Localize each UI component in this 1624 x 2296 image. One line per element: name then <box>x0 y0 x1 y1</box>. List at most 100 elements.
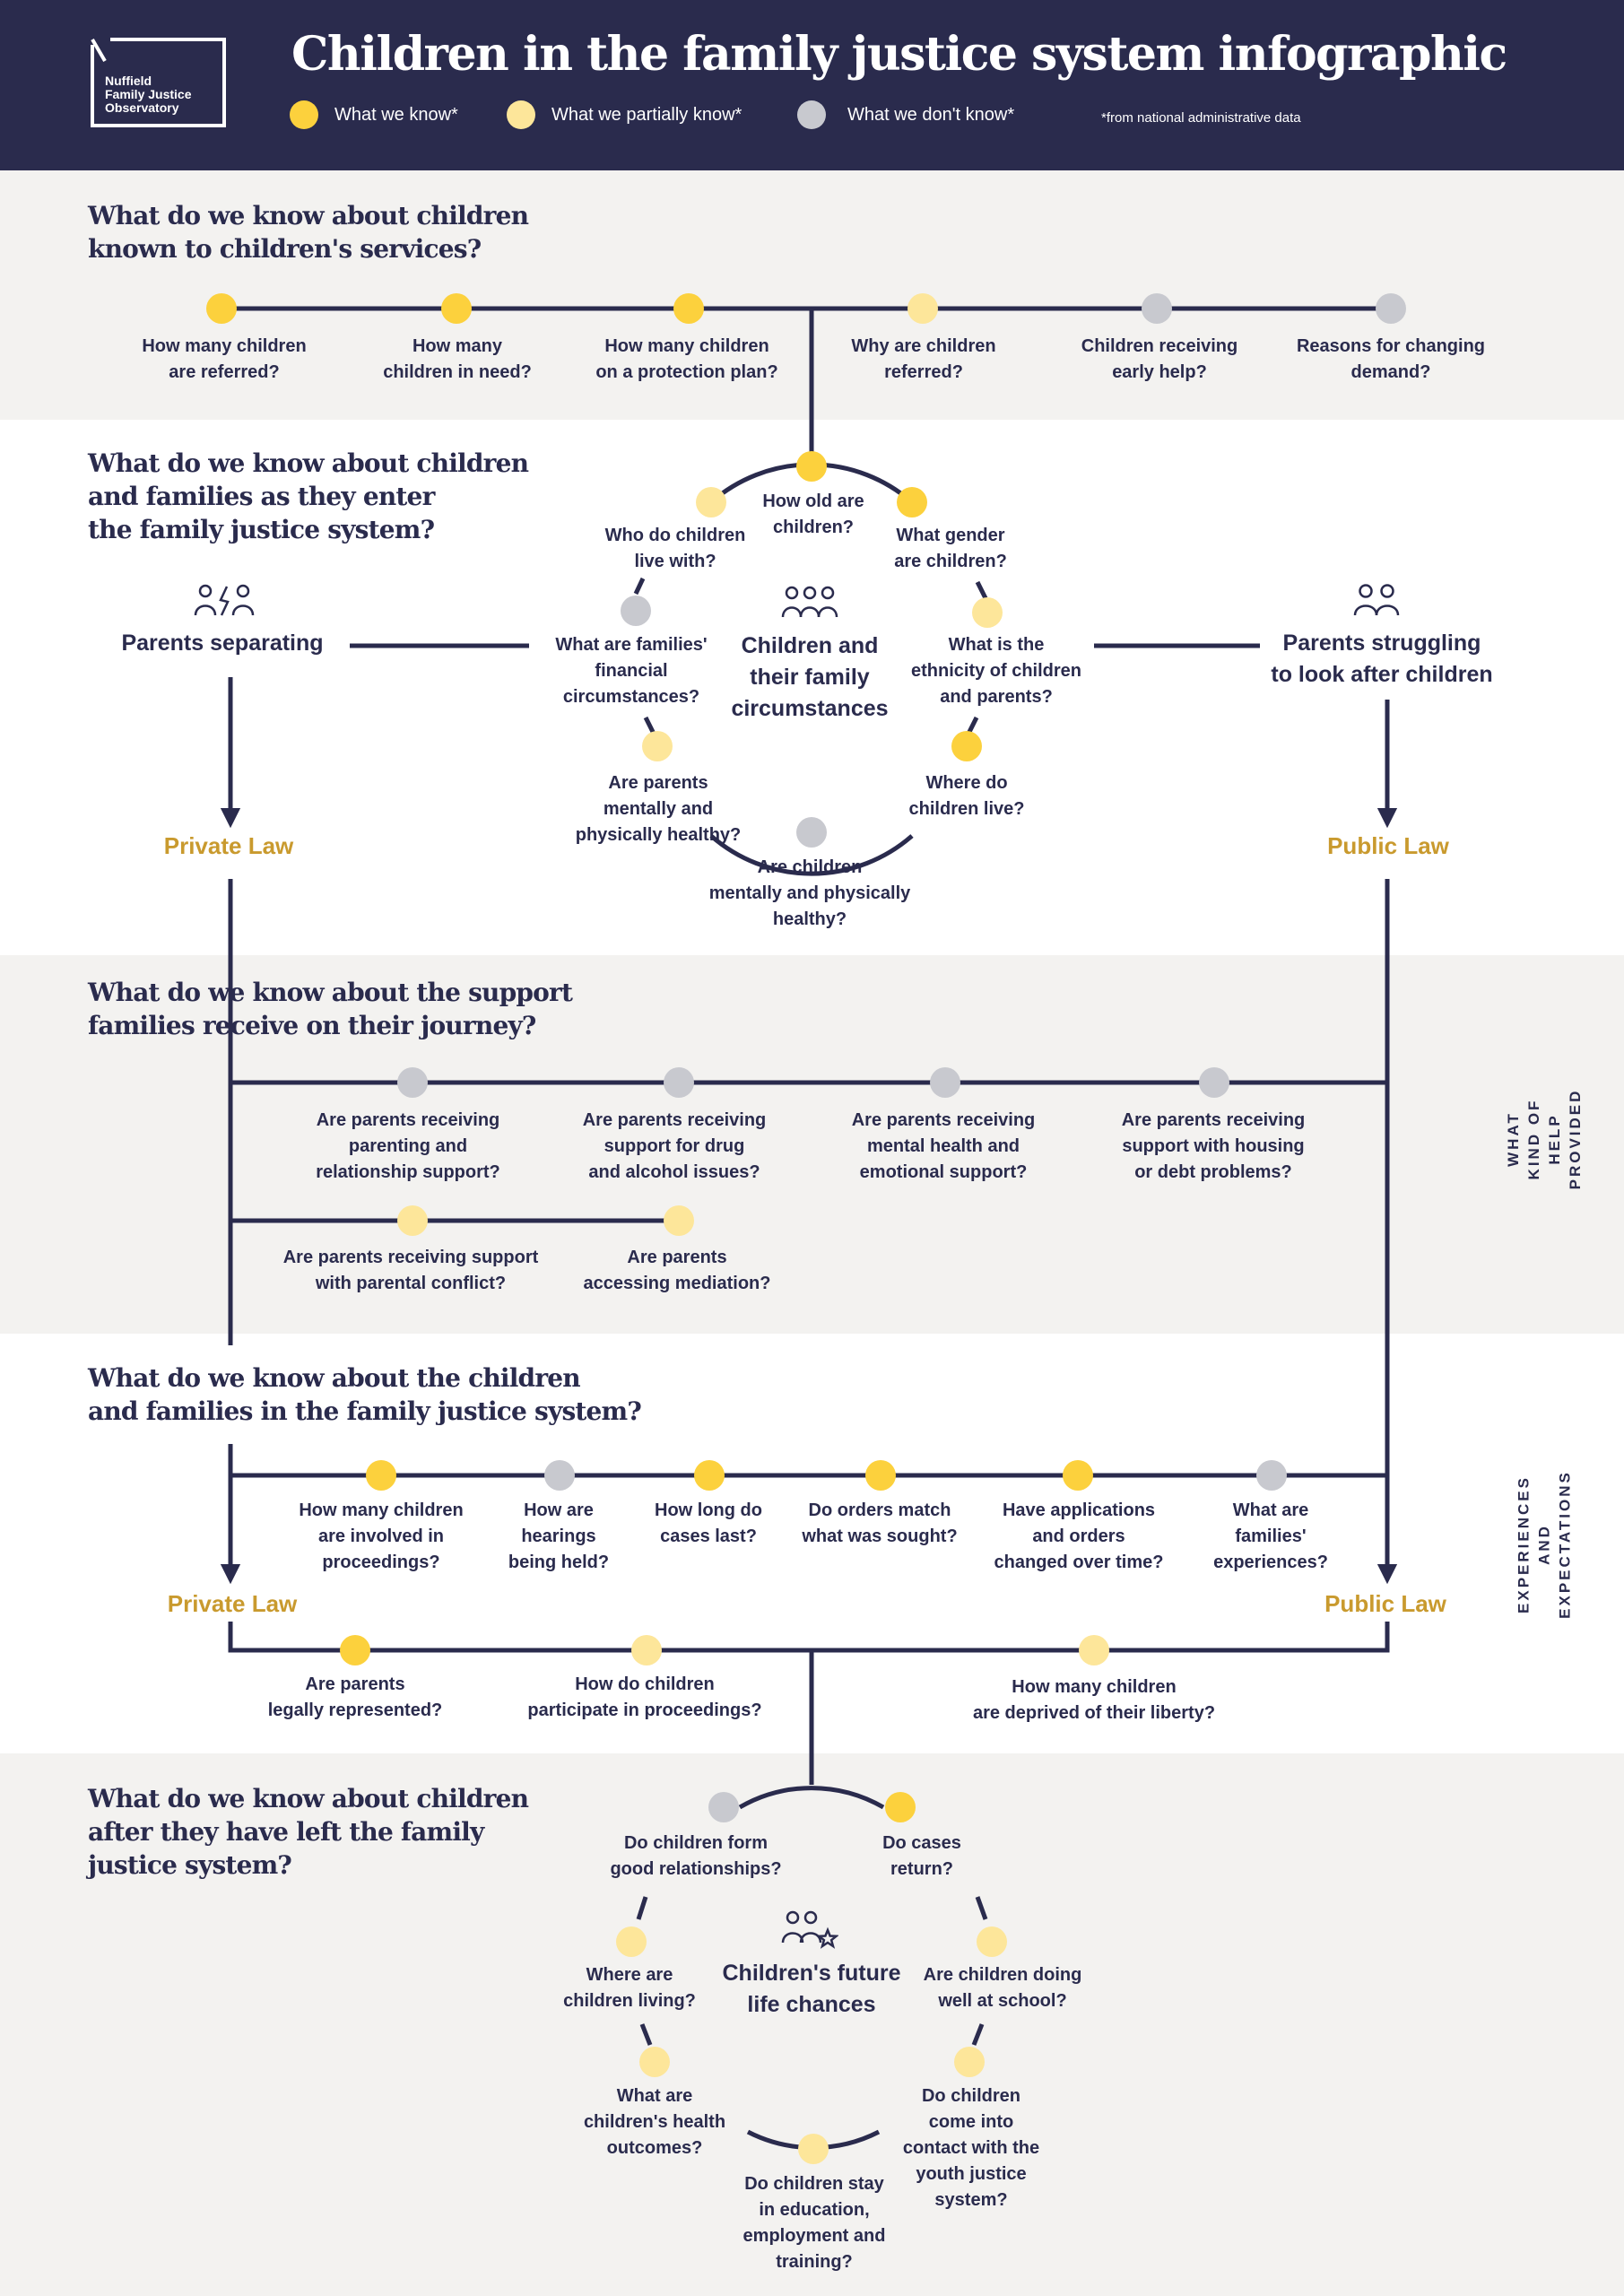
parents-struggling-icon <box>1353 584 1400 616</box>
status-dot <box>639 2047 670 2077</box>
private-law-label-2: Private Law <box>167 1590 298 1617</box>
question-label: How many children are referred? <box>142 336 307 382</box>
status-dot <box>664 1205 694 1236</box>
status-dot <box>694 1460 725 1491</box>
question-label: How long do cases last? <box>655 1500 762 1546</box>
legend-unknown-label: What we don't know* <box>847 105 1015 125</box>
question-label: What gender are children? <box>894 526 1007 571</box>
question-label: What is the ethnicity of children and pa… <box>910 635 1082 707</box>
status-dot <box>930 1067 960 1098</box>
question-label: Children receiving early help? <box>1081 336 1238 382</box>
status-dot <box>397 1067 428 1098</box>
question-label: How old are children? <box>762 491 864 537</box>
question-label: Are parents mentally and physically heal… <box>575 773 742 845</box>
question-label: Are children doing well at school? <box>923 1965 1082 2011</box>
status-dot <box>664 1067 694 1098</box>
question-label: Are parents receiving mental health and … <box>851 1110 1036 1182</box>
status-dot <box>616 1926 647 1957</box>
status-dot <box>397 1205 428 1236</box>
family-circumstances-hub: Children and their family circumstances <box>731 633 889 721</box>
status-dot <box>1376 293 1406 324</box>
question-label: Are parents receiving support with paren… <box>282 1248 539 1293</box>
section1-title: What do we know about children known to … <box>88 201 529 264</box>
question-label: What are families' financial circumstanc… <box>555 635 708 707</box>
status-dot <box>972 597 1003 628</box>
status-dot <box>696 487 726 517</box>
status-dot <box>708 1792 739 1822</box>
legend-known-label: What we know* <box>334 105 458 125</box>
future-people-star-icon <box>781 1910 838 1949</box>
question-label: Are parents legally represented? <box>267 1674 443 1720</box>
public-law-label: Public Law <box>1327 832 1449 859</box>
legend-known-dot <box>290 100 318 129</box>
status-dot <box>441 293 472 324</box>
question-label: Reasons for changing demand? <box>1296 336 1486 382</box>
status-dot <box>1063 1460 1093 1491</box>
status-dot <box>865 1460 896 1491</box>
question-label: Do children come into contact with the y… <box>902 2086 1040 2210</box>
status-dot <box>1142 293 1172 324</box>
question-label: How do children participate in proceedin… <box>527 1674 762 1720</box>
question-label: Do orders match what was sought? <box>802 1500 958 1546</box>
status-dot <box>621 596 651 626</box>
status-dot <box>631 1635 662 1665</box>
question-label: Are children mentally and physically hea… <box>708 857 911 929</box>
question-label: Who do children live with? <box>604 526 746 571</box>
status-dot <box>1256 1460 1287 1491</box>
status-dot <box>954 2047 985 2077</box>
public-law-label-2: Public Law <box>1324 1590 1446 1617</box>
logo: Nuffield Family Justice Observatory <box>85 36 229 130</box>
section3-band <box>0 955 1624 1334</box>
question-label: How many children are deprived of their … <box>972 1677 1216 1723</box>
legend-partial-label: What we partially know* <box>551 105 743 125</box>
status-dot <box>642 731 673 761</box>
question-label: Do children stay in education, employmen… <box>743 2174 886 2272</box>
question-label: Are parents receiving support for drug a… <box>582 1110 767 1182</box>
question-label: How many children in need? <box>383 336 532 382</box>
status-dot <box>544 1460 575 1491</box>
section2-title: What do we know about children and famil… <box>88 448 529 544</box>
logo-text: Nuffield Family Justice Observatory <box>105 74 192 115</box>
logo-frame-icon <box>91 38 226 127</box>
parents-separating-icon <box>194 584 255 616</box>
legend-footnote: *from national administrative data <box>1101 110 1301 126</box>
section5-band <box>0 1753 1624 2296</box>
status-dot <box>885 1792 916 1822</box>
parents-separating-label: Parents separating <box>121 631 324 656</box>
status-dot <box>798 2134 829 2164</box>
status-dot <box>673 293 704 324</box>
section3-title: What do we know about the support famili… <box>88 978 573 1040</box>
status-dot <box>1199 1067 1229 1098</box>
section5-title: What do we know about children after the… <box>88 1784 529 1880</box>
private-law-label: Private Law <box>163 832 294 859</box>
family-icon <box>781 586 838 618</box>
question-label: Are parents receiving parenting and rela… <box>316 1110 500 1182</box>
question-label: Are parents receiving support with housi… <box>1121 1110 1306 1182</box>
question-label: What are families' experiences? <box>1213 1500 1328 1572</box>
side-label-experiences: EXPERIENCES AND EXPECTATIONS <box>1515 1470 1574 1619</box>
header-bar: Nuffield Family Justice Observatory Chil… <box>0 0 1624 170</box>
status-dot <box>206 293 237 324</box>
status-dot <box>908 293 938 324</box>
future-life-chances-hub: Children's future life chances <box>722 1961 901 2017</box>
question-label: How are hearings being held? <box>508 1500 610 1572</box>
question-label: Why are children referred? <box>851 336 996 382</box>
status-dot <box>340 1635 370 1665</box>
legend-partial-dot <box>507 100 535 129</box>
question-label: Are parents accessing mediation? <box>583 1248 771 1293</box>
status-dot <box>366 1460 396 1491</box>
question-label: Have applications and orders changed ove… <box>994 1500 1164 1572</box>
page-title: Children in the family justice system in… <box>291 27 1507 82</box>
status-dot <box>796 817 827 848</box>
status-dot <box>1079 1635 1109 1665</box>
question-label: What are children's health outcomes? <box>583 2086 726 2158</box>
question-label: Where do children live? <box>908 773 1025 819</box>
section4-title: What do we know about the children and f… <box>88 1363 642 1426</box>
question-label: Where are children living? <box>563 1965 696 2011</box>
status-dot <box>796 451 827 482</box>
parents-struggling-label: Parents struggling to look after childre… <box>1271 631 1493 687</box>
legend-unknown-dot <box>797 100 826 129</box>
question-label: Do children form good relationships? <box>610 1833 782 1879</box>
status-dot <box>977 1926 1007 1957</box>
